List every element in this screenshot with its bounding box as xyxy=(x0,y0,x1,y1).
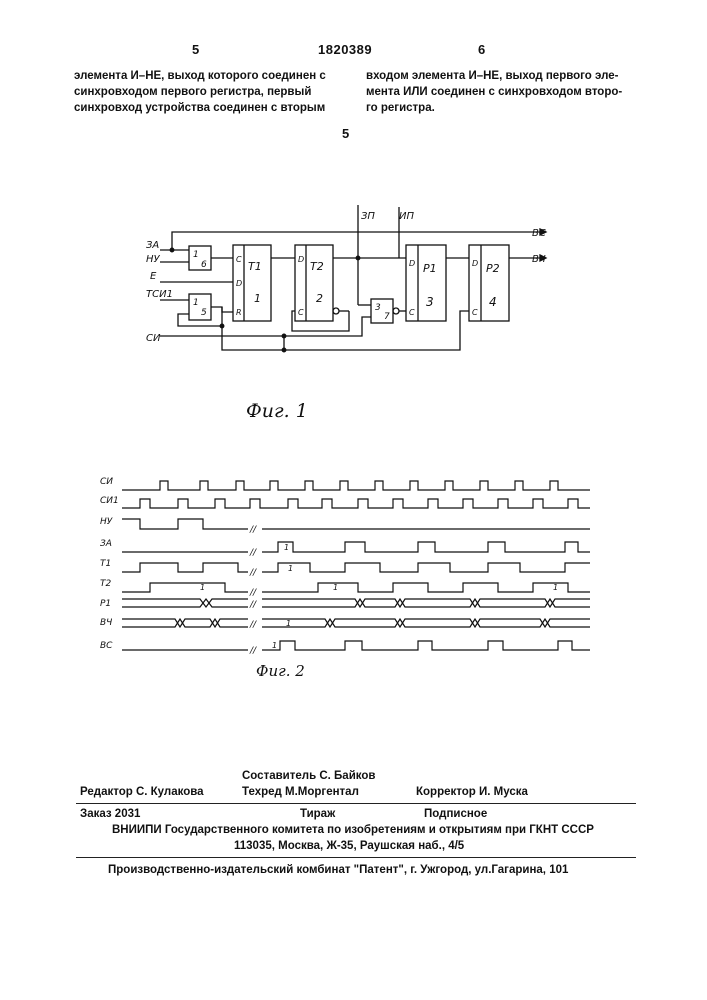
fig1-pin: D xyxy=(236,279,242,288)
fig1-block-number: 7 xyxy=(384,312,390,322)
fig1-input-label: ЗА xyxy=(146,240,159,251)
fig2-waveform xyxy=(122,499,590,508)
footer-composer: Составитель С. Байков xyxy=(242,770,375,782)
footer-rule xyxy=(76,857,636,858)
fig1-pin: D xyxy=(409,259,415,268)
fig1-pin: D xyxy=(472,259,478,268)
page-number-left: 5 xyxy=(192,42,199,57)
fig1-block-number: 5 xyxy=(201,308,207,318)
line-number-marker: 5 xyxy=(342,126,349,141)
fig2-mark: 1 xyxy=(284,543,289,552)
fig2-break-mark: // xyxy=(249,620,257,630)
fig1-top-label: ИП xyxy=(399,211,414,222)
page-number-right: 6 xyxy=(478,42,485,57)
right-line: го регистра. xyxy=(366,100,622,116)
footer-order: Заказ 2031 xyxy=(80,808,140,820)
fig1-block-symbol: Р1 xyxy=(423,262,437,275)
right-column-text: входом элемента И–НЕ, выход первого эле-… xyxy=(366,68,622,116)
fig1-block-symbol: 1 xyxy=(193,298,199,308)
fig2-break-mark: // xyxy=(249,600,257,610)
fig2-waveform xyxy=(122,619,248,627)
fig1-block-number: 3 xyxy=(426,295,434,309)
footer-org-line: ВНИИПИ Государственного комитета по изоб… xyxy=(112,824,594,836)
fig2-break-mark: // xyxy=(249,588,257,598)
fig2-signal-label: ВЧ xyxy=(100,618,112,628)
footer-corrector: Корректор И. Муска xyxy=(416,786,528,798)
right-line: входом элемента И–НЕ, выход первого эле- xyxy=(366,68,622,84)
right-line: мента ИЛИ соединен с синхровходом второ- xyxy=(366,84,622,100)
left-column-text: элемента И–НЕ, выход которого соединен с… xyxy=(74,68,326,116)
fig2-signal-label: ВС xyxy=(100,641,113,651)
fig2-caption: Фиг. 2 xyxy=(256,662,305,680)
fig2-mark: 1 xyxy=(200,583,205,592)
fig1-top-label: ЗП xyxy=(361,211,375,222)
fig2-signal-label: НУ xyxy=(100,517,113,527)
fig2-break-mark: // xyxy=(249,525,257,535)
fig2-break-mark: // xyxy=(249,646,257,656)
fig1-block-symbol: Т2 xyxy=(310,260,324,273)
footer-circulation: Тираж xyxy=(300,808,335,820)
fig1-block-number: 1 xyxy=(254,292,261,305)
fig2-mark: 1 xyxy=(333,583,338,592)
left-line: элемента И–НЕ, выход которого соединен с xyxy=(74,68,326,84)
fig2-mark: 1 xyxy=(286,619,291,628)
fig1-input-label: ТСИ1 xyxy=(146,289,173,300)
fig1-pin: C xyxy=(472,308,478,317)
fig2-waveform xyxy=(122,583,248,592)
fig1-input-label: СИ xyxy=(146,333,161,344)
fig1-caption: Фиг. 1 xyxy=(246,400,308,422)
footer-subscription: Подписное xyxy=(424,808,487,820)
footer-publisher: Производственно-издательский комбинат "П… xyxy=(108,864,568,876)
fig2-mark: 1 xyxy=(272,641,277,650)
fig1-block-symbol: 3 xyxy=(375,303,381,313)
footer-rule xyxy=(76,803,636,804)
left-line: синхровходом первого регистра, первый xyxy=(74,84,326,100)
fig2-waveform xyxy=(122,599,248,607)
footer-org-address: 113035, Москва, Ж-35, Раушская наб., 4/5 xyxy=(234,840,464,852)
footer-editor: Редактор С. Кулакова xyxy=(80,786,204,798)
fig2-signal-label: Т1 xyxy=(100,559,111,569)
patent-number: 1820389 xyxy=(318,42,372,57)
fig2-signal-label: СИ1 xyxy=(100,496,119,506)
fig2-waveform xyxy=(122,563,248,572)
fig2-signal-label: СИ xyxy=(100,477,113,487)
fig1-pin: D xyxy=(298,255,304,264)
fig1-block-symbol: 1 xyxy=(193,250,199,260)
fig1-input-label: Е xyxy=(150,271,157,282)
left-line: синхровход устройства соединен с вторым xyxy=(74,100,326,116)
fig1-pin: C xyxy=(236,255,242,264)
fig1-block-number: 4 xyxy=(489,295,497,309)
fig2-mark: 1 xyxy=(553,583,558,592)
fig1-pin: R xyxy=(236,308,242,317)
fig1-block-symbol: Р2 xyxy=(486,262,500,275)
fig2-timing-diagram: СИ СИ1 НУ ЗА Т1 Т2 Р1 ВЧ ВС // // 1 // 1… xyxy=(0,470,707,665)
fig1-pin: C xyxy=(409,308,415,317)
fig1-input-label: НУ xyxy=(146,254,161,265)
fig1-block-number: 2 xyxy=(316,292,323,305)
footer-techred: Техред М.Моргентал xyxy=(242,786,359,798)
fig2-waveform xyxy=(122,519,248,529)
fig2-waveform xyxy=(122,481,590,490)
fig2-break-mark: // xyxy=(249,568,257,578)
fig1-pin: C xyxy=(298,308,304,317)
fig2-signal-label: Т2 xyxy=(100,579,111,589)
fig1-block-number: 6 xyxy=(201,260,207,270)
fig2-signal-label: Р1 xyxy=(100,599,111,609)
fig2-signal-label: ЗА xyxy=(100,539,112,549)
fig1-block-symbol: Т1 xyxy=(248,260,262,273)
fig1-circuit-diagram: ЗА НУ Е ТСИ1 СИ ЗП ИП ВС ВЧ 1 6 C D R Т1… xyxy=(0,195,707,365)
fig2-mark: 1 xyxy=(288,564,293,573)
fig2-break-mark: // xyxy=(249,548,257,558)
